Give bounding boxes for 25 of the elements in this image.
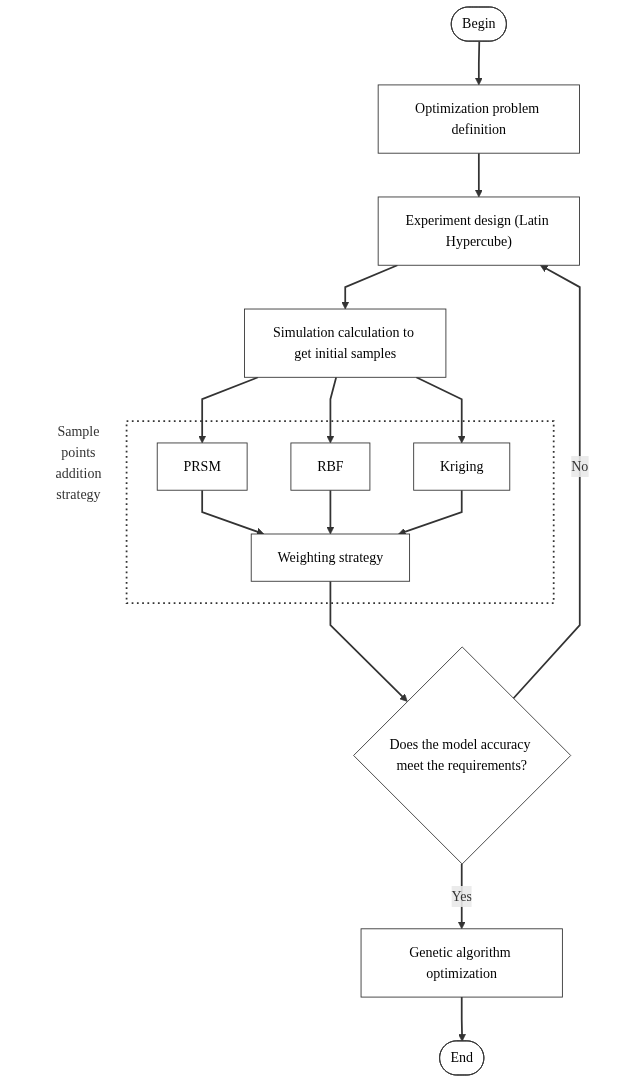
node-box: Kriging (413, 442, 511, 491)
arrow (341, 264, 399, 310)
arrow (475, 40, 483, 86)
arrow (457, 863, 466, 930)
arrow (329, 580, 408, 702)
node-box: Simulation calculation to get initial samples (244, 308, 447, 378)
node-box: Experiment design (Latin Hypercube) (377, 196, 580, 266)
edge-label: No (571, 458, 589, 474)
node-box: Optimization problem definition (377, 84, 580, 154)
arrow (475, 152, 483, 198)
arrow (512, 264, 581, 700)
arrow (458, 996, 466, 1042)
node-box: PRSM (156, 442, 248, 491)
node-box: RBF (290, 442, 371, 491)
node-diamond: Does the model accuracy meet the requirements? (353, 646, 572, 865)
arrow (415, 376, 466, 444)
arrow (326, 376, 338, 444)
node-box: Weighting strategy (250, 533, 411, 582)
node-box: Genetic algorithm optimization (360, 928, 563, 998)
node-label: Sample points addition strategy (55, 423, 102, 502)
arrow (398, 489, 463, 536)
arrow (326, 489, 335, 535)
arrow (201, 489, 265, 536)
arrow (198, 376, 259, 444)
edge-label: Yes (451, 888, 472, 904)
